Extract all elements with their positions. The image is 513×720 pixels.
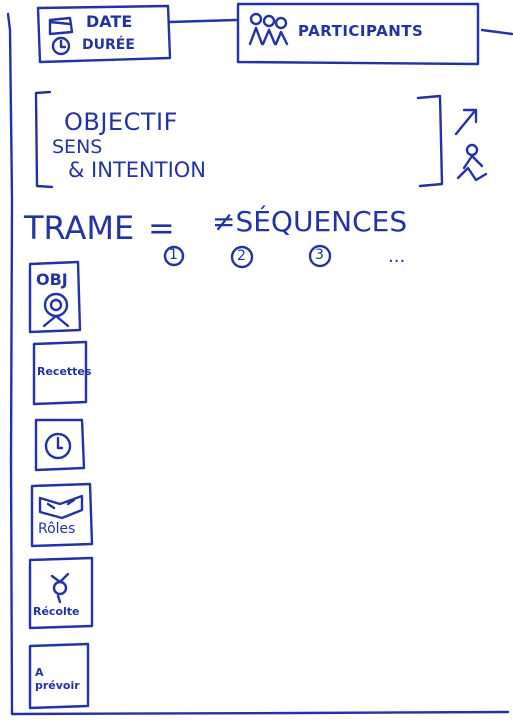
calendar-icon <box>48 16 74 36</box>
objective-right-bracket <box>416 94 444 188</box>
sidebar-item-recettes: Recettes <box>37 365 92 378</box>
seq-number-1: 1 <box>169 247 178 263</box>
seq-number-2: 2 <box>237 248 246 264</box>
sidebar-box-obj <box>28 260 82 334</box>
page-frame <box>6 12 510 716</box>
objective-sens: SENS <box>52 136 103 158</box>
harvest-icon <box>50 572 70 604</box>
trame-equals: = <box>148 209 175 247</box>
objective-title: OBJECTIF <box>64 108 178 136</box>
sidebar-item-aprevoir: A prévoir <box>35 666 80 693</box>
duration-label: DURÉE <box>82 37 135 53</box>
objective-left-bracket <box>34 90 54 189</box>
sidebar-item-obj: OBJ <box>36 270 68 289</box>
participants-box <box>236 2 480 66</box>
trame-label: TRAME <box>24 209 135 247</box>
date-box <box>36 4 172 64</box>
people-icon <box>248 12 289 46</box>
clock-icon <box>51 36 71 56</box>
trame-sequences: ≠SÉQUENCES <box>212 205 408 238</box>
participants-label: PARTICIPANTS <box>298 22 424 40</box>
seq-circle-2 <box>230 245 254 269</box>
sidebar-box-roles <box>30 482 94 548</box>
seq-ellipsis: ... <box>388 246 406 267</box>
mask-icon <box>38 494 84 520</box>
objective-intention: & INTENTION <box>68 158 207 182</box>
date-to-participants-line <box>168 18 238 24</box>
seq-circle-1 <box>163 245 185 267</box>
sidebar-box-aprevoir <box>28 642 90 710</box>
page-frame-top-right <box>480 28 513 36</box>
sidebar-box-recettes <box>32 340 88 406</box>
person-icon <box>456 143 488 182</box>
date-label: DATE <box>86 12 133 31</box>
sidebar-box-recolte <box>28 556 94 630</box>
sidebar-clock-icon <box>44 432 72 460</box>
target-icon <box>42 292 70 328</box>
sidebar-box-clock <box>34 418 86 472</box>
sidebar-item-recolte: Récolte <box>33 605 80 618</box>
sidebar-item-roles: Rôles <box>38 521 76 537</box>
seq-number-3: 3 <box>315 247 324 263</box>
seq-circle-3 <box>308 244 332 268</box>
arrow-up-icon <box>454 108 478 136</box>
